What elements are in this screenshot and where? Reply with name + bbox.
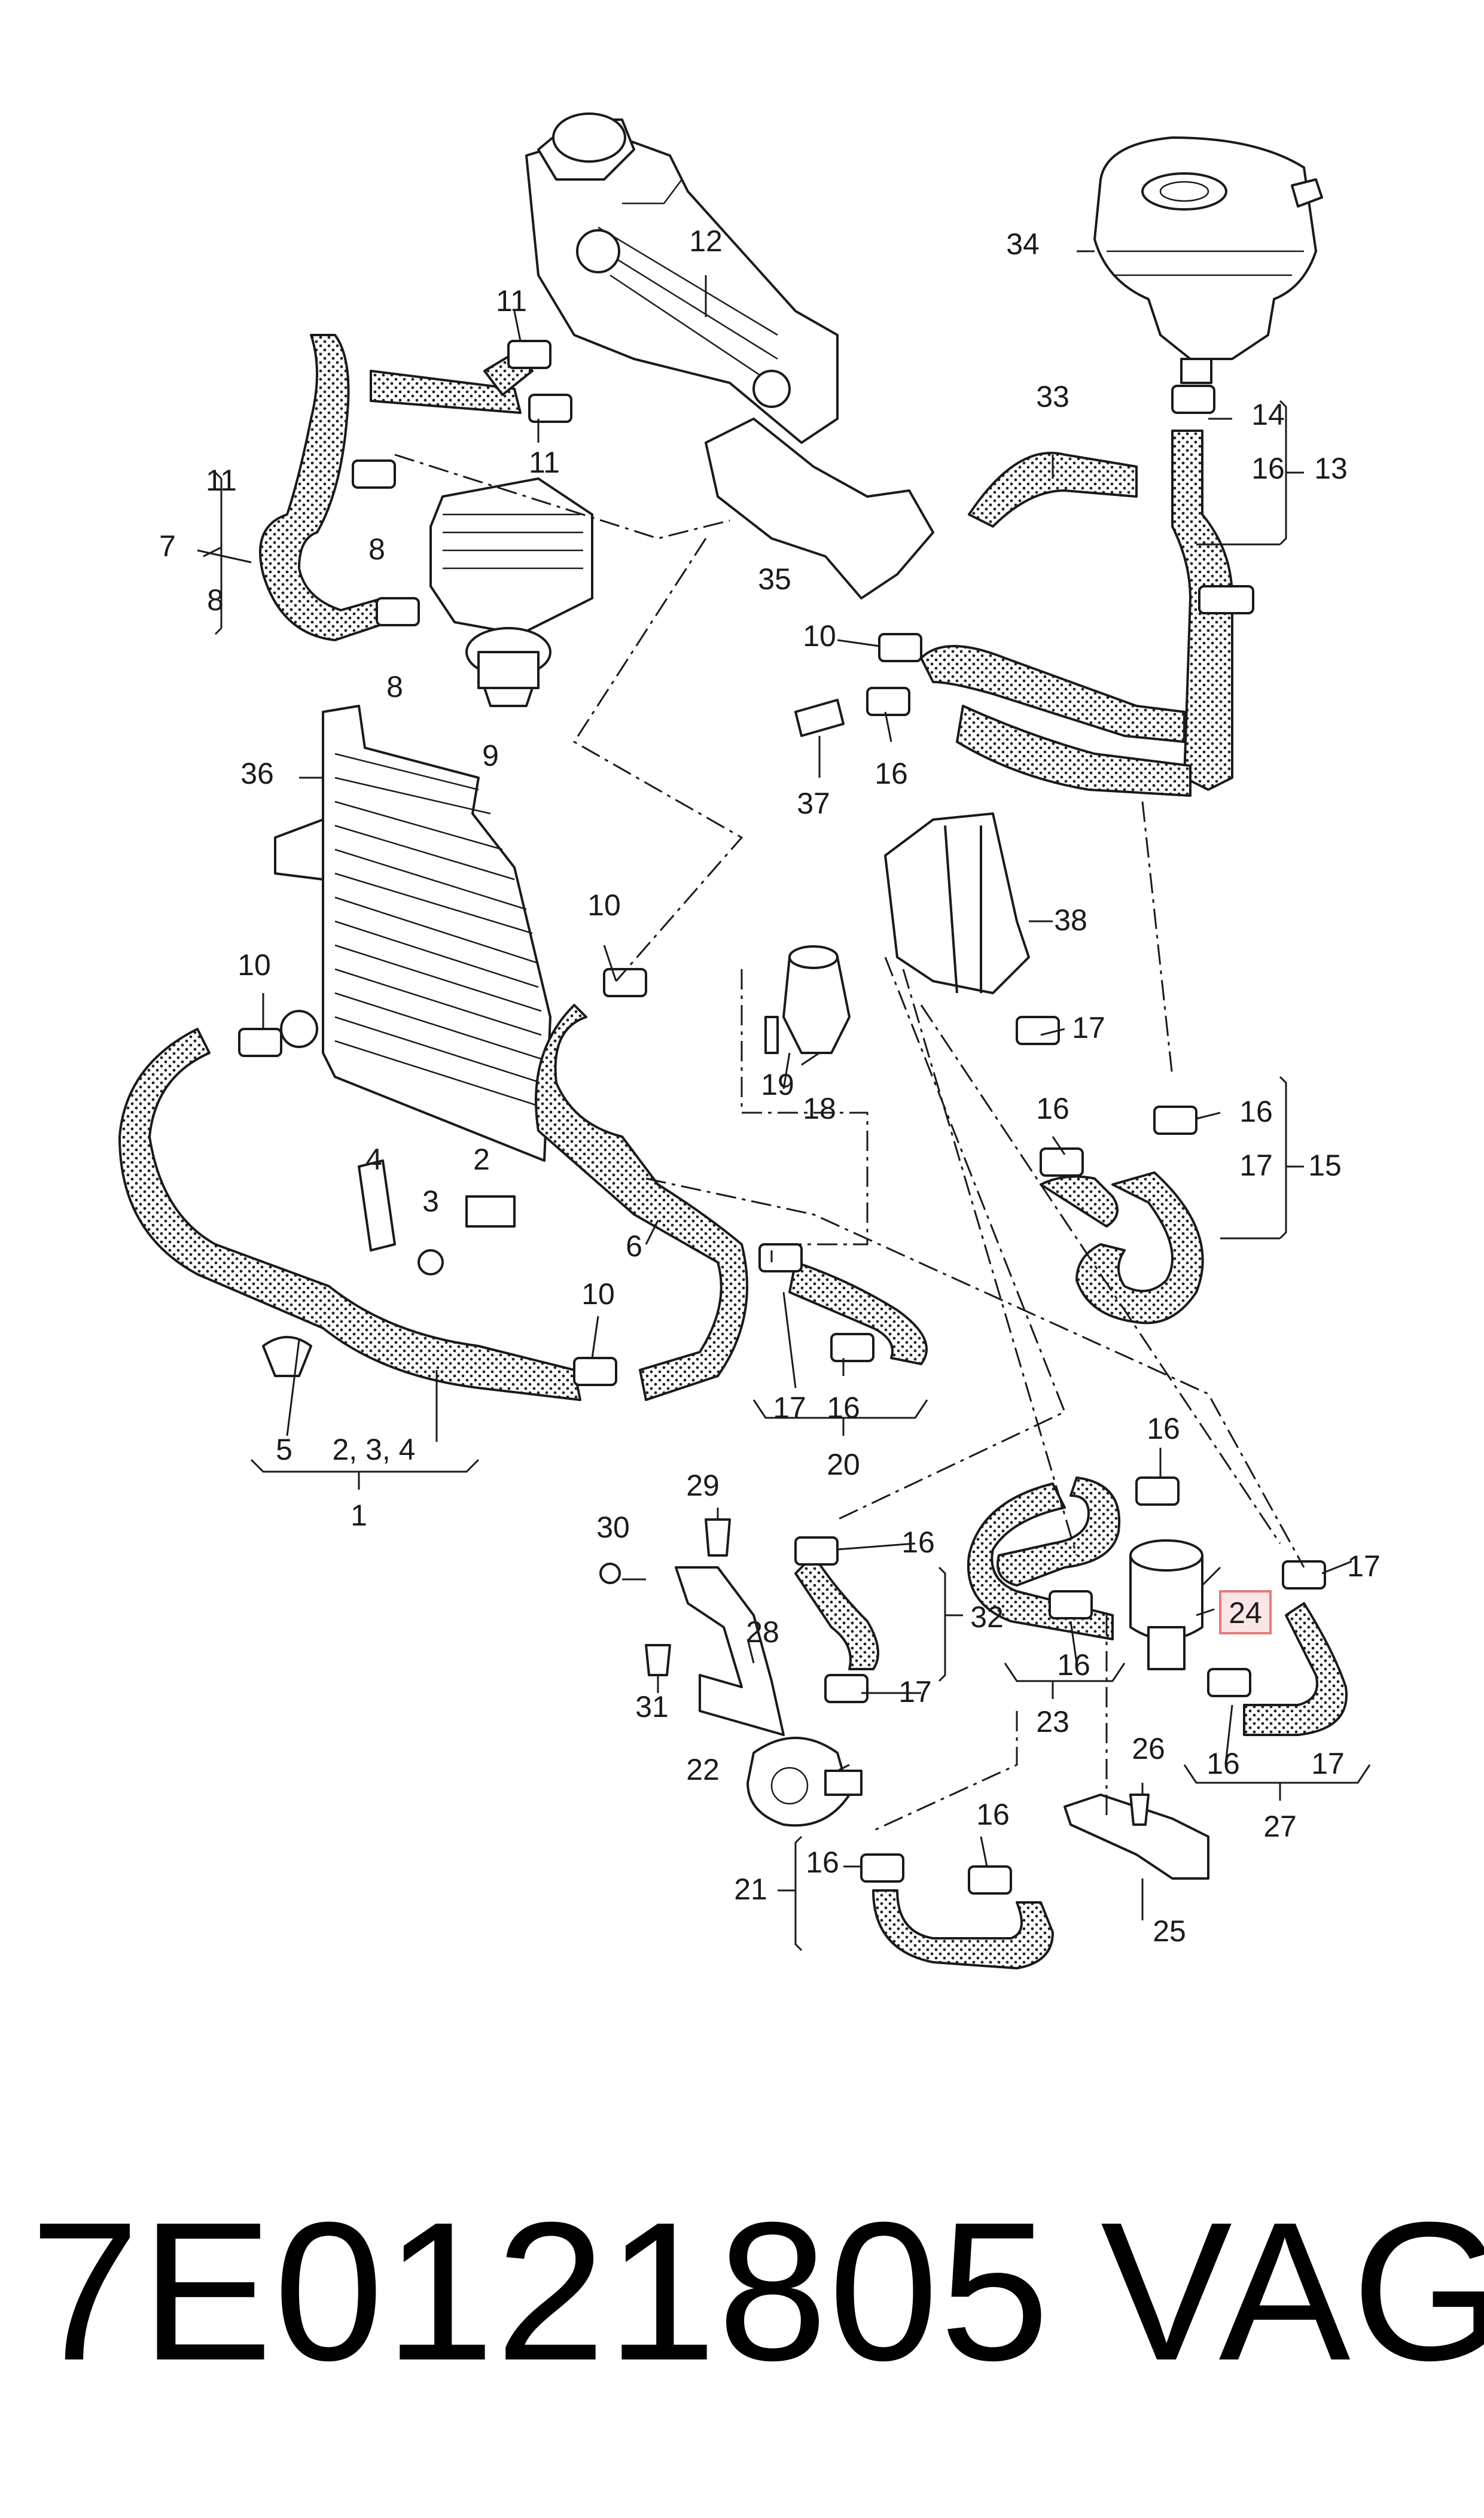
coolant-hoses bbox=[118, 334, 1348, 1969]
part-labels: 12 11 11 11 7 8 8 8 9 34 33 14 16 13 35 … bbox=[159, 224, 1381, 1948]
expansion-tank-drawing bbox=[1093, 136, 1323, 384]
label-8: 8 bbox=[368, 532, 385, 566]
label-10: 10 bbox=[237, 948, 271, 982]
label-17: 17 bbox=[773, 1391, 806, 1424]
label-22: 22 bbox=[686, 1753, 720, 1786]
label-23: 23 bbox=[1036, 1705, 1069, 1738]
label-34: 34 bbox=[1006, 227, 1040, 261]
label-33: 33 bbox=[1036, 380, 1069, 413]
label-17: 17 bbox=[898, 1675, 932, 1709]
label-6: 6 bbox=[626, 1229, 642, 1263]
label-30: 30 bbox=[596, 1511, 630, 1544]
label-10: 10 bbox=[587, 888, 621, 922]
label-16: 16 bbox=[1036, 1092, 1069, 1125]
label-5: 5 bbox=[276, 1433, 292, 1466]
label-11: 11 bbox=[206, 464, 237, 497]
label-36: 36 bbox=[240, 757, 274, 790]
label-21: 21 bbox=[734, 1872, 767, 1906]
label-15: 15 bbox=[1308, 1149, 1342, 1182]
label-26: 26 bbox=[1132, 1732, 1165, 1765]
label-10: 10 bbox=[803, 619, 836, 653]
label-16: 16 bbox=[976, 1798, 1010, 1831]
label-12: 12 bbox=[689, 224, 723, 258]
label-16: 16 bbox=[806, 1846, 839, 1879]
label-17: 17 bbox=[1239, 1149, 1273, 1182]
label-9: 9 bbox=[482, 739, 499, 772]
label-16: 16 bbox=[827, 1391, 860, 1424]
label-16: 16 bbox=[874, 757, 908, 790]
parts-diagram: 12 11 11 11 7 8 8 8 9 34 33 14 16 13 35 … bbox=[118, 112, 1381, 1969]
label-16: 16 bbox=[1251, 452, 1285, 485]
label-7: 7 bbox=[159, 529, 176, 563]
label-2-3-4: 2, 3, 4 bbox=[333, 1433, 416, 1466]
label-38: 38 bbox=[1054, 903, 1087, 937]
engine-housing-drawing bbox=[525, 112, 839, 444]
brand: VAG bbox=[1101, 2181, 1484, 2401]
label-16: 16 bbox=[1206, 1747, 1240, 1780]
leader-lines bbox=[197, 250, 1371, 1951]
highlight-box bbox=[1219, 1590, 1272, 1634]
oil-cooler-drawing bbox=[429, 477, 593, 707]
label-8: 8 bbox=[207, 583, 224, 617]
label-17: 17 bbox=[1311, 1747, 1345, 1780]
label-2: 2 bbox=[473, 1143, 490, 1176]
label-29: 29 bbox=[686, 1469, 720, 1502]
label-13: 13 bbox=[1314, 452, 1348, 485]
label-11: 11 bbox=[529, 446, 560, 479]
label-10: 10 bbox=[581, 1277, 615, 1311]
label-18: 18 bbox=[803, 1092, 836, 1125]
label-11: 11 bbox=[496, 284, 527, 318]
label-32: 32 bbox=[970, 1600, 1004, 1634]
label-14: 14 bbox=[1251, 398, 1285, 431]
part-number: 7E0121805 bbox=[30, 2181, 1051, 2401]
label-16: 16 bbox=[901, 1526, 935, 1559]
label-25: 25 bbox=[1153, 1914, 1186, 1948]
label-20: 20 bbox=[827, 1448, 860, 1481]
small-parts bbox=[238, 340, 1326, 1895]
label-27: 27 bbox=[1263, 1810, 1297, 1843]
highlight-24[interactable]: 24 bbox=[1219, 1590, 1272, 1634]
guide-lines bbox=[394, 453, 1305, 1832]
label-17: 17 bbox=[1347, 1549, 1381, 1583]
label-35: 35 bbox=[758, 562, 791, 596]
label-28: 28 bbox=[746, 1615, 779, 1649]
label-31: 31 bbox=[635, 1690, 669, 1724]
label-16: 16 bbox=[1147, 1412, 1180, 1445]
label-16: 16 bbox=[1057, 1648, 1090, 1682]
caption: 7E0121805 VAG bbox=[0, 2178, 1484, 2441]
label-17: 17 bbox=[1072, 1011, 1105, 1045]
label-16: 16 bbox=[1239, 1095, 1273, 1128]
radiator-drawing bbox=[274, 705, 551, 1162]
label-4: 4 bbox=[365, 1143, 382, 1176]
label-24: 24 bbox=[1229, 1596, 1262, 1630]
label-37: 37 bbox=[797, 787, 830, 820]
label-3: 3 bbox=[422, 1185, 439, 1218]
label-1: 1 bbox=[351, 1499, 367, 1532]
label-8: 8 bbox=[386, 670, 403, 704]
label-19: 19 bbox=[761, 1068, 794, 1101]
